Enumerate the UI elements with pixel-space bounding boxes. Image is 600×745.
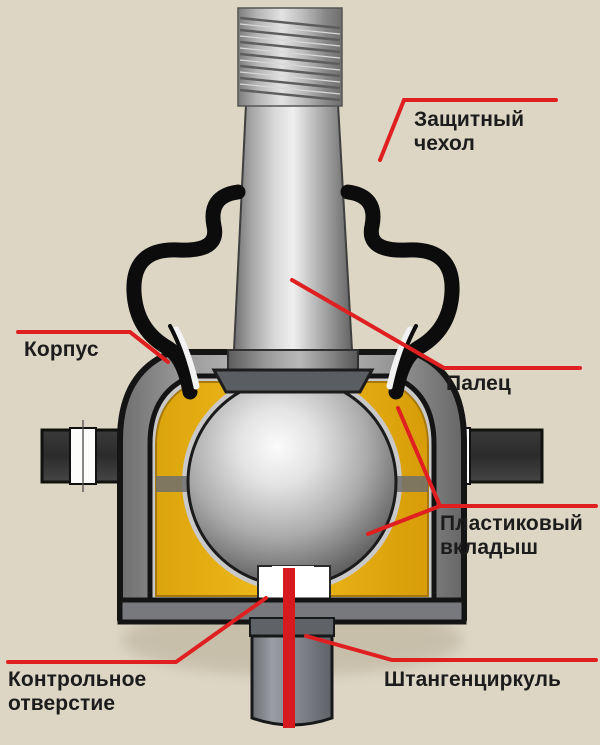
thread-grooves [239,16,341,102]
leader-insert-upper [396,406,442,508]
label-ball-pin: Палец [446,372,511,395]
pin-base-flange [211,368,375,394]
threaded-stud [237,7,343,107]
leader-lines [6,98,598,664]
leader-caliper [304,634,598,662]
label-housing: Корпус [24,338,99,361]
label-inspection-hole: Контрольное отверстие [8,668,147,715]
rubber-protective-boot [126,184,460,400]
leader-body [16,330,170,364]
boot-inner-outline [168,324,418,392]
tapered-pin-shaft [232,103,354,351]
label-caliper: Штангенциркуль [384,668,562,691]
leader-hole [6,596,268,664]
label-protective-boot: Защитный чехол [414,108,525,155]
label-plastic-liner: Пластиковый вкладыш [440,512,583,559]
pin-collar [227,349,359,371]
thread-highlights [239,23,341,95]
caliper-measure-line [283,568,295,728]
leader-pin [290,278,582,370]
leader-boot [378,98,558,162]
steel-ball [186,376,398,588]
boot-inner-wall [172,326,414,390]
